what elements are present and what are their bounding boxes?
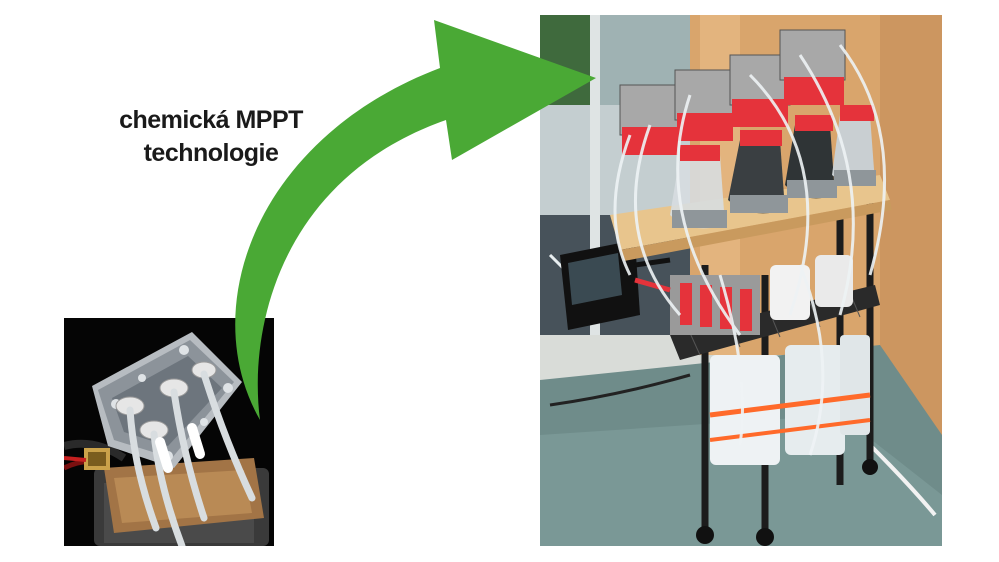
- caption: chemická MPPT technologie: [96, 104, 326, 170]
- caption-line-2: technologie: [143, 139, 279, 167]
- battery-test-rig-icon: [540, 15, 942, 546]
- caption-line-1: chemická MPPT: [119, 106, 303, 134]
- test-rig-photo: [540, 15, 942, 546]
- arrow-icon: [235, 20, 596, 420]
